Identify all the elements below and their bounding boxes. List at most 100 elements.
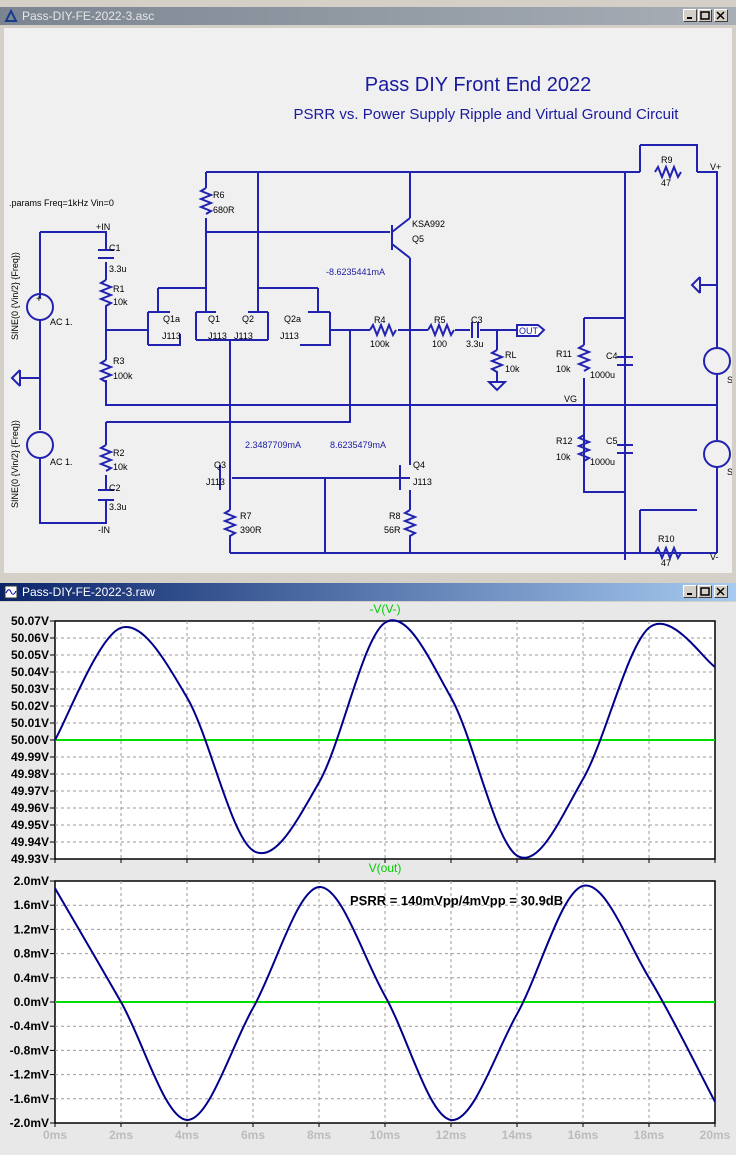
close-icon[interactable] [714, 585, 728, 598]
resistor-r10 [654, 545, 682, 561]
c5-label: C5 [606, 436, 618, 446]
r3-label: R3 [113, 356, 125, 366]
r1-label: R1 [113, 284, 125, 294]
wire-source-top [20, 320, 41, 430]
r8-value: 56R [384, 525, 401, 535]
q3-part: J113 [206, 477, 225, 487]
wire-input-node [105, 310, 717, 406]
maximize-icon[interactable] [698, 9, 712, 22]
minimize-icon[interactable] [683, 585, 697, 598]
schematic-titlebar[interactable]: Pass-DIY-FE-2022-3.asc [0, 7, 736, 25]
maximize-icon[interactable] [698, 585, 712, 598]
x-tick-label: 20ms [700, 1128, 731, 1142]
resistor-r9 [654, 164, 682, 180]
r5-value: 100 [432, 339, 447, 349]
r6-label: R6 [213, 190, 225, 200]
transistor-q5 [391, 172, 411, 445]
r10-label: R10 [658, 534, 675, 544]
neg-in-label: -IN [98, 525, 110, 535]
y-tick-label: -1.6mV [10, 1092, 49, 1106]
resistor-r3 [98, 359, 114, 383]
y-tick-label: 2.0mV [14, 874, 49, 888]
waveform-titlebar[interactable]: Pass-DIY-FE-2022-3.raw [0, 583, 736, 601]
trace-1 [54, 884, 716, 1121]
sine1-label: SINE(0 {Vin/2} {Freq}) [10, 252, 20, 340]
psrr-annotation: PSRR = 140mVpp/4mVpp = 30.9dB [350, 893, 564, 908]
capacitor-c2 [98, 489, 114, 501]
x-tick-label: 0ms [43, 1128, 67, 1142]
schematic-diagram: Pass DIY Front End 2022 PSRR vs. Power S… [9, 74, 732, 568]
waveform-title: Pass-DIY-FE-2022-3.raw [22, 585, 155, 599]
capacitor-c5 [617, 444, 633, 454]
x-tick-label: 12ms [436, 1128, 467, 1142]
y-tick-label: -0.8mV [10, 1043, 49, 1057]
ac1-label: AC 1. [50, 317, 73, 327]
minimize-icon[interactable] [683, 9, 697, 22]
pos-in-label: +IN [96, 222, 110, 232]
y-tick-label: 50.05V [11, 648, 49, 662]
y-tick-label: 50.06V [11, 631, 49, 645]
y-tick-label: 50.02V [11, 699, 49, 713]
x-tick-label: 4ms [175, 1128, 199, 1142]
jfet-q1a [147, 288, 181, 346]
source-sine-bottom [26, 431, 54, 459]
jfet-q2a [300, 288, 331, 346]
c4-label: C4 [606, 351, 618, 361]
sine2-label: SINE(0 {Vin/2} {Freq}) [10, 420, 20, 508]
y-tick-label: 0.8mV [14, 947, 49, 961]
q2a-label: Q2a [284, 314, 301, 324]
source-supply-bottom [703, 440, 731, 468]
vminus-label: V- [710, 552, 719, 562]
wire-source-bottom [39, 458, 107, 524]
wire-supply-right [700, 284, 718, 553]
q2-part: J113 [234, 331, 253, 341]
q5-part: KSA992 [412, 219, 445, 229]
r2-value: 10k [113, 462, 128, 472]
y-tick-label: 50.07V [11, 614, 49, 628]
y-tick-label: 50.03V [11, 682, 49, 696]
y-tick-label: 49.99V [11, 750, 49, 764]
r9-label: R9 [661, 155, 673, 165]
x-tick-label: 8ms [307, 1128, 331, 1142]
source-supply-top [703, 347, 731, 375]
schematic-canvas[interactable]: Pass DIY Front End 2022 PSRR vs. Power S… [4, 28, 732, 573]
y-tick-label: 49.94V [11, 835, 49, 849]
jfet-q2 [230, 288, 269, 341]
c2-value: 3.3u [109, 502, 127, 512]
c5-value: 1000u [590, 457, 615, 467]
y-tick-label: -0.4mV [10, 1019, 49, 1033]
r7-label: R7 [240, 511, 252, 521]
jfet-q1 [195, 288, 230, 341]
x-tick-label: 10ms [370, 1128, 401, 1142]
r1-value: 10k [113, 297, 128, 307]
r11-label: R11 [556, 349, 572, 359]
c1-value: 3.3u [109, 264, 127, 274]
wire-r6 [205, 172, 390, 288]
params-directive: .params Freq=1kHz Vin=0 [9, 198, 114, 208]
y-tick-label: -2.0mV [10, 1116, 49, 1130]
rl-value: 10k [505, 364, 520, 374]
q2-label: Q2 [242, 314, 254, 324]
rl-label: RL [505, 350, 517, 360]
y-tick-label: 49.96V [11, 801, 49, 815]
q1a-part: J113 [162, 331, 181, 341]
resistor-r1 [98, 279, 114, 310]
waveform-plots: -V(V-)50.07V50.06V50.05V50.04V50.03V50.0… [10, 602, 731, 1142]
y-tick-label: 0.4mV [14, 971, 49, 985]
capacitor-c3 [471, 322, 479, 338]
y-tick-label: 1.6mV [14, 898, 49, 912]
q1-part: J113 [208, 331, 227, 341]
resistor-r2 [98, 444, 114, 472]
y-tick-label: 49.93V [11, 852, 49, 866]
r12-value: 10k [556, 452, 571, 462]
r12-label: R12 [556, 436, 573, 446]
s1-label: S [727, 375, 732, 385]
y-tick-label: -1.2mV [10, 1068, 49, 1082]
y-tick-label: 49.98V [11, 767, 49, 781]
y-tick-label: 50.04V [11, 665, 49, 679]
close-icon[interactable] [714, 9, 728, 22]
r11-value: 10k [556, 364, 571, 374]
y-tick-label: 50.00V [11, 733, 49, 747]
